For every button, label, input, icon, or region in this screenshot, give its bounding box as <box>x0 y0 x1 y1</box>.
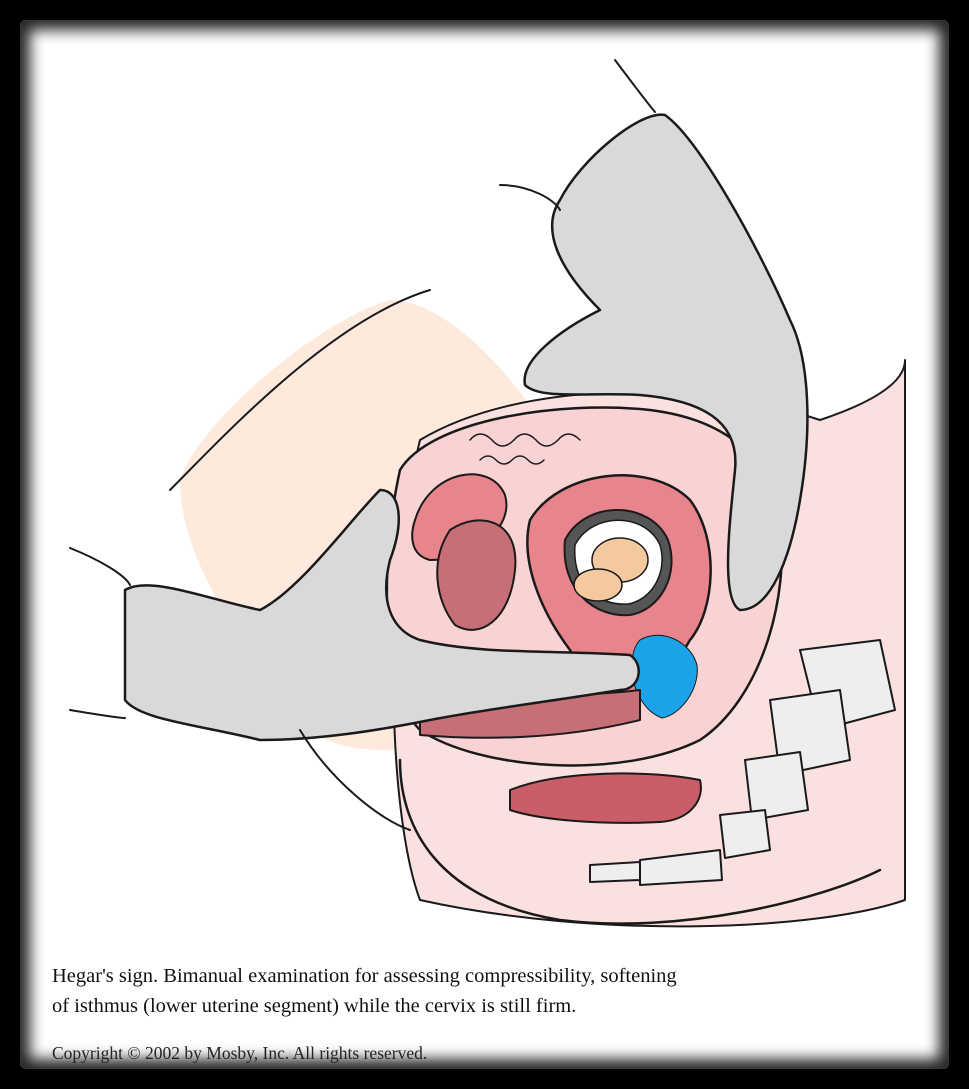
caption-line-1: Hegar's sign. Bimanual examination for a… <box>52 965 677 987</box>
copyright-notice: Copyright © 2002 by Mosby, Inc. All righ… <box>52 1043 428 1063</box>
perineum <box>398 758 882 925</box>
gloved-hand-vaginal <box>123 488 640 742</box>
fetus-icon <box>573 537 649 602</box>
spine-icon <box>589 639 896 886</box>
caption-line-2: of isthmus (lower uterine segment) while… <box>52 994 577 1017</box>
gloved-hand-icon <box>523 113 809 612</box>
bowel-loops-top <box>469 433 581 465</box>
rectum <box>509 772 702 824</box>
pubic-bone <box>436 519 517 631</box>
figure-caption: Hegar's sign. Bimanual examination for a… <box>52 962 932 1021</box>
